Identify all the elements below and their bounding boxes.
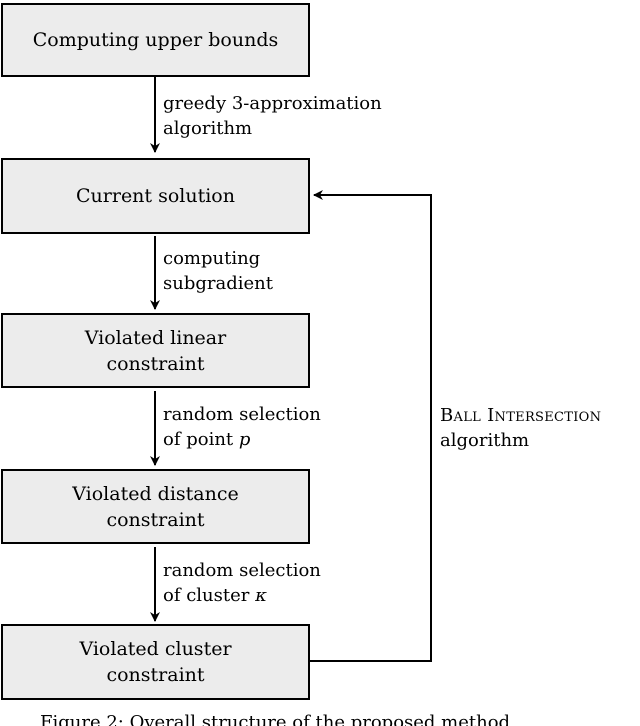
- edge-label-line2: algorithm: [440, 430, 530, 451]
- edge-label-line2: subgradient: [163, 273, 273, 294]
- arrow-feedback-loop: [310, 190, 432, 662]
- figure-caption: Figure 2: Overall structure of the propo…: [40, 712, 511, 726]
- edge-label-text: of cluster: [163, 585, 256, 606]
- box-label-line1: Violated cluster: [79, 638, 232, 660]
- box-label-line2: constraint: [106, 508, 205, 531]
- box-label: Current solution: [76, 185, 235, 207]
- variable-kappa: κ: [255, 585, 267, 606]
- box-label: Computing upper bounds: [32, 29, 279, 51]
- edge-label-line2: of cluster κ: [163, 583, 321, 608]
- variable-p: p: [238, 429, 251, 450]
- edge-label-line1: greedy 3-approximation: [163, 93, 382, 114]
- box-violated-distance-constraint: Violated distance constraint: [1, 469, 310, 544]
- edge-label-ball-intersection: Ball Intersection algorithm: [440, 403, 601, 453]
- edge-label-subgradient: computing subgradient: [163, 246, 273, 296]
- box-label-line2: constraint: [106, 664, 205, 686]
- edge-label-line1: random selection: [163, 404, 321, 425]
- box-label-line1: Violated distance: [72, 482, 239, 505]
- edge-label-random-cluster: random selection of cluster κ: [163, 558, 321, 608]
- box-violated-cluster-constraint: Violated cluster constraint: [1, 624, 310, 700]
- edge-label-line1: computing: [163, 248, 261, 269]
- box-violated-linear-constraint: Violated linear constraint: [1, 313, 310, 388]
- edge-label-line2: of point p: [163, 427, 321, 452]
- box-label-line1: Violated linear: [84, 326, 227, 349]
- edge-label-greedy: greedy 3-approximation algorithm: [163, 91, 382, 141]
- edge-label-text: of point: [163, 429, 239, 450]
- edge-label-line1: random selection: [163, 560, 321, 581]
- edge-label-line1: Ball Intersection: [440, 405, 602, 426]
- edge-label-random-point: random selection of point p: [163, 402, 321, 452]
- box-label-line2: constraint: [106, 352, 205, 375]
- box-current-solution: Current solution: [1, 158, 310, 234]
- box-computing-upper-bounds: Computing upper bounds: [1, 3, 310, 77]
- edge-label-line2: algorithm: [163, 118, 253, 139]
